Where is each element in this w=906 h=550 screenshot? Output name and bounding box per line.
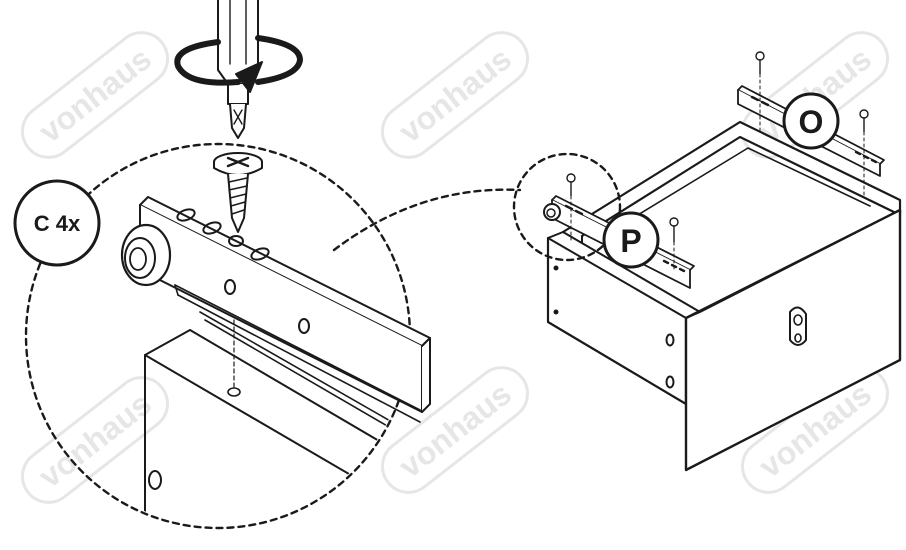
screw-icon: [669, 217, 679, 271]
panel-hole: [148, 470, 162, 490]
zoom-connector: [332, 188, 522, 252]
screw-icon: [566, 173, 576, 241]
panel-screw-hole: [227, 387, 241, 397]
quantity-label: C 4x: [34, 211, 81, 236]
rail-label-p-badge: P: [602, 211, 660, 269]
zoom-detail: C 4x: [13, 0, 522, 530]
watermark-4: vonhaus: [21, 376, 169, 504]
rail-label-p: P: [620, 223, 641, 259]
drawer-rail-detail: [120, 196, 431, 423]
quantity-badge: C 4x: [13, 179, 101, 267]
drawer-assembly: P O: [512, 51, 902, 472]
watermark-1: vonhaus: [21, 31, 169, 159]
detail-circle: [512, 152, 622, 262]
screw-icon: [213, 152, 263, 233]
rail-label-o-badge: O: [782, 92, 840, 150]
drawer-handle-icon: [789, 306, 807, 346]
screw-icon: [755, 51, 765, 133]
clockwise-rotation-arrow-icon: [174, 35, 303, 93]
screw-icon: [859, 109, 869, 197]
drawer-side-panel: [144, 249, 408, 526]
watermark-2: vonhaus: [381, 31, 529, 159]
screwdriver-icon: [217, 0, 259, 139]
rail-label-o: O: [799, 104, 824, 140]
